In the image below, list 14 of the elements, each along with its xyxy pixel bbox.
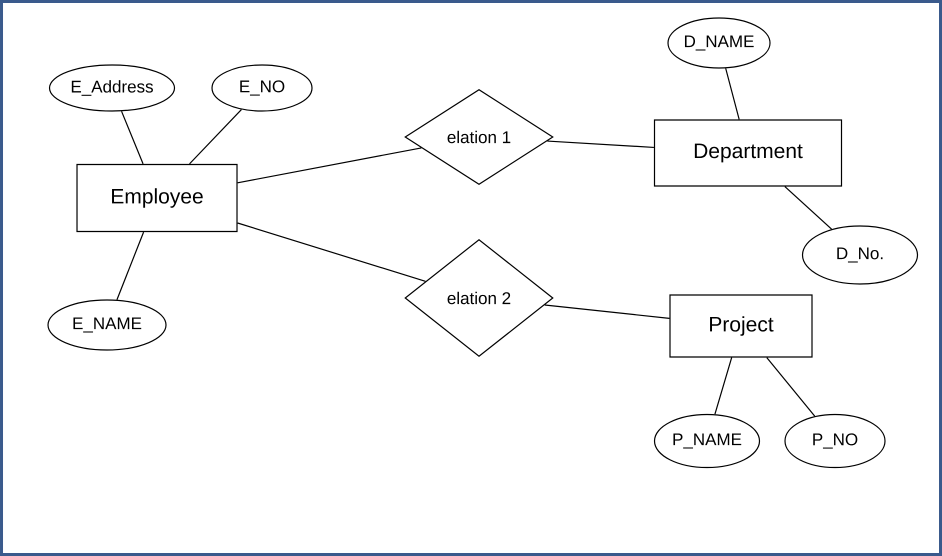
connector-line: [189, 109, 242, 164]
connector-line: [121, 111, 144, 164]
connector-line: [714, 357, 732, 414]
connector-line: [766, 357, 816, 417]
connector-line: [544, 304, 670, 319]
connector-line: [238, 147, 422, 184]
connector-line: [784, 186, 832, 230]
entity-box: Department: [654, 119, 842, 187]
connector-line: [116, 232, 144, 300]
connector-line: [725, 68, 740, 120]
connector-line: [547, 140, 654, 148]
connector-line: [237, 222, 426, 282]
entity-box: Project: [669, 294, 813, 358]
entity-box: Employee: [76, 164, 238, 232]
